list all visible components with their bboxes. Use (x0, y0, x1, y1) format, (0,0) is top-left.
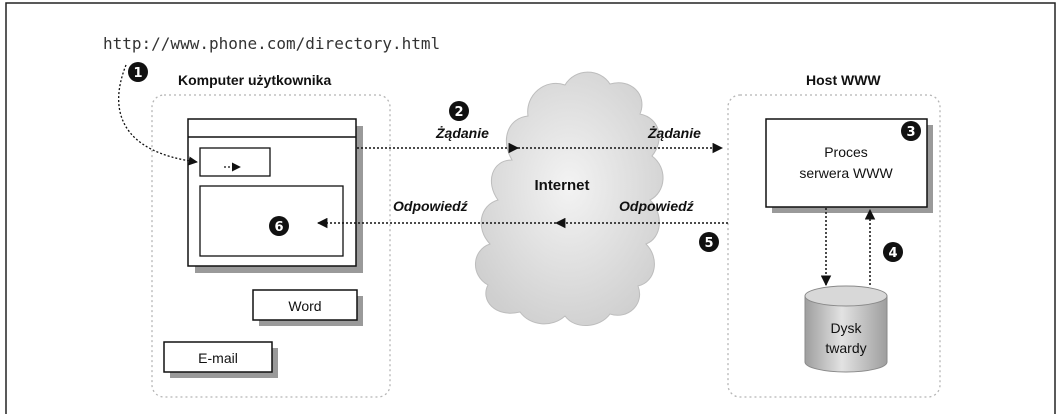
internet-label: Internet (534, 177, 589, 194)
disk-label-line1: Dysk (830, 320, 862, 336)
step-1-number: 1 (133, 66, 142, 81)
process-label-line2: serwera WWW (799, 165, 893, 181)
hard-disk: Dysk twardy (804, 285, 888, 373)
browser-window (187, 118, 363, 273)
step-4-badge: 4 (883, 242, 903, 262)
word-window: Word (252, 289, 363, 326)
disk-label-line2: twardy (825, 340, 866, 356)
step-2-badge: 2 (449, 101, 469, 121)
response-label-left: Odpowiedź (393, 198, 469, 214)
host-title: Host WWW (806, 72, 881, 88)
request-label-left: Żądanie (435, 125, 489, 141)
response-label-right: Odpowiedź (619, 198, 695, 214)
step-2-number: 2 (454, 105, 463, 120)
user-computer-title: Komputer użytkownika (178, 72, 331, 88)
word-label: Word (288, 298, 321, 314)
step-3-badge: 3 (901, 121, 921, 141)
step-4-number: 4 (888, 246, 897, 261)
email-label: E-mail (198, 350, 238, 366)
step-6-number: 6 (274, 220, 283, 235)
process-label-line1: Proces (824, 144, 868, 160)
internet-cloud: Internet (475, 71, 664, 326)
step-5-badge: 5 (699, 232, 719, 252)
step-6-badge: 6 (269, 216, 289, 236)
url-to-browser-arrow (118, 64, 198, 166)
user-computer-box (151, 94, 391, 398)
outer-frame (5, 2, 1056, 414)
step-3-number: 3 (906, 125, 915, 140)
host-box (727, 94, 941, 398)
request-label-right: Żądanie (647, 125, 701, 141)
address-bar (199, 147, 271, 177)
step-1-badge: 1 (128, 62, 148, 82)
email-window: E-mail (163, 341, 278, 378)
url-text: http://www.phone.com/directory.html (103, 34, 440, 53)
step-5-number: 5 (704, 236, 713, 251)
